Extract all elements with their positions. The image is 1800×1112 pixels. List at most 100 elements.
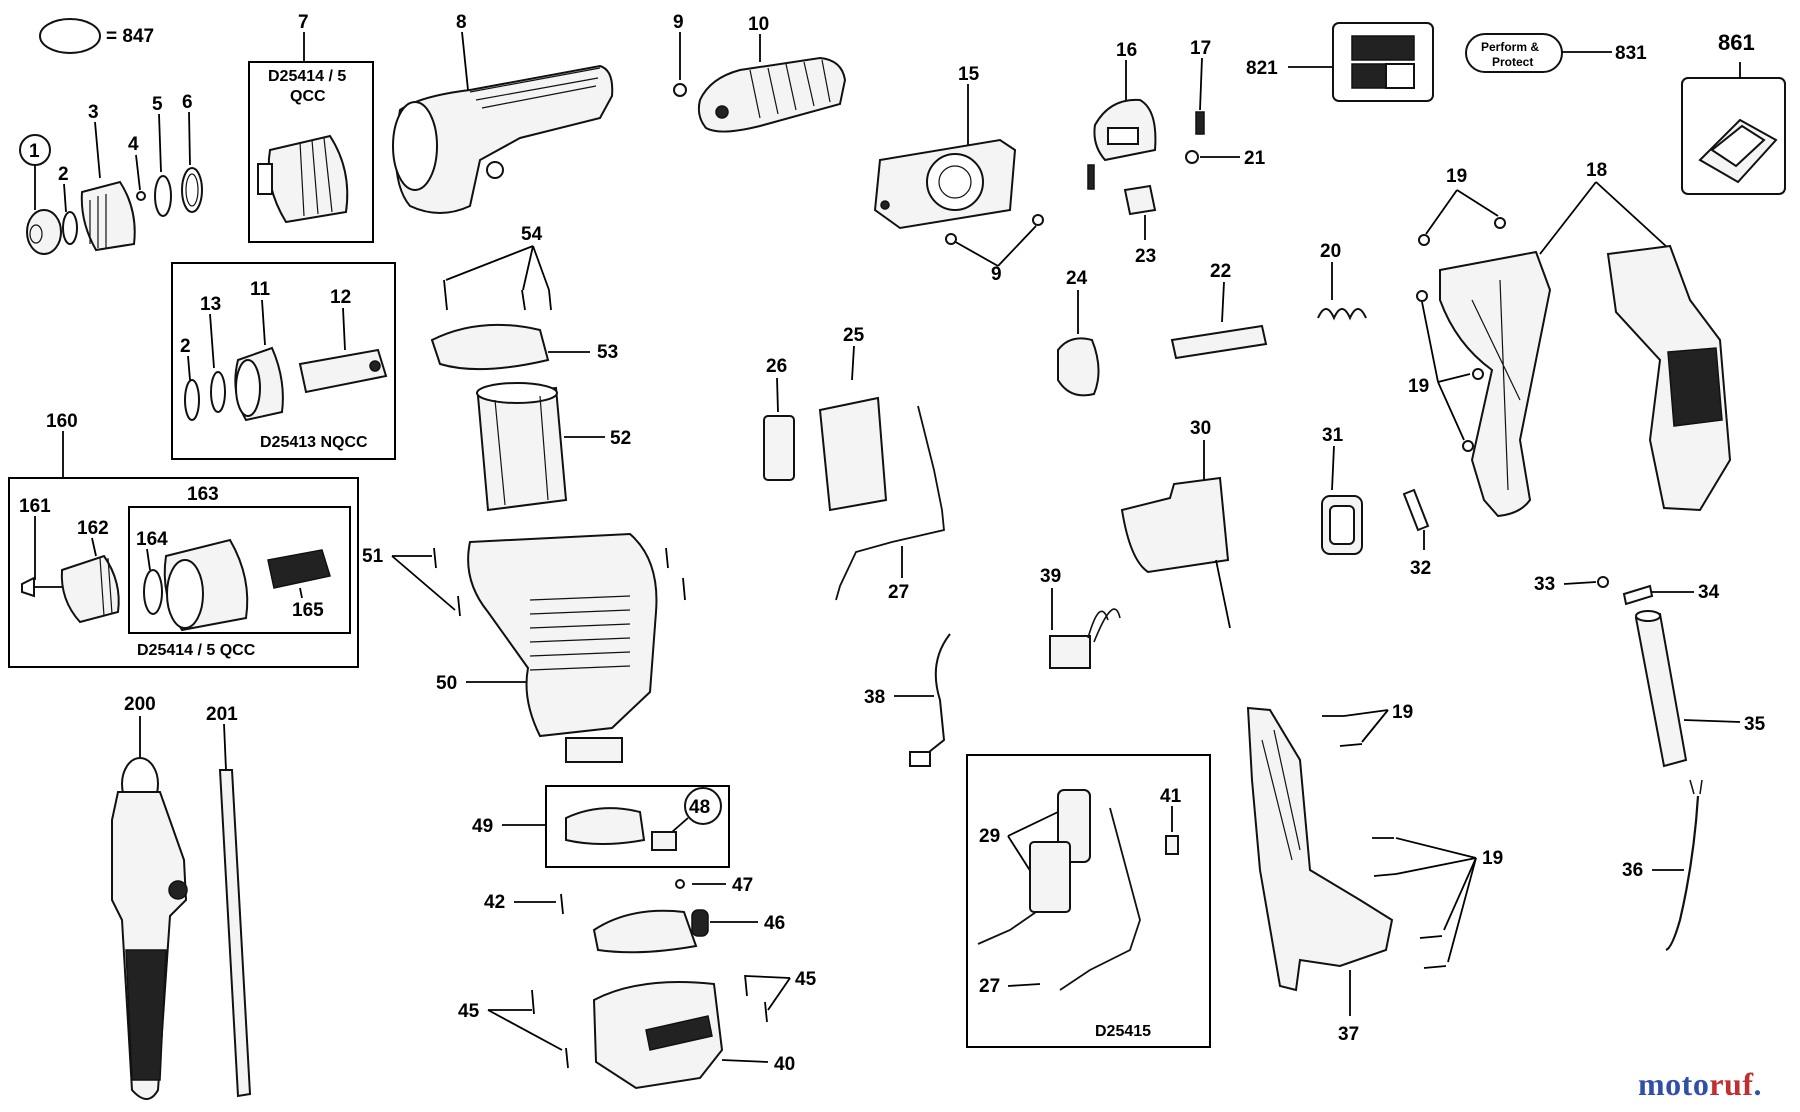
box-160-qcc: 160 163 161 162 164 165 D25414 / 5 QCC bbox=[8, 411, 359, 668]
callout-39: 39 bbox=[1040, 566, 1061, 587]
callout-12: 12 bbox=[330, 287, 351, 308]
box-d25415-caption: D25415 bbox=[1095, 1023, 1151, 1040]
parts-37-19-lower: 19 19 37 bbox=[1246, 702, 1503, 1045]
part-12-shape bbox=[298, 348, 388, 394]
parts-47-42-46: 47 42 46 bbox=[484, 875, 785, 954]
callout-36: 36 bbox=[1622, 860, 1643, 881]
brand-part-1: moto bbox=[1638, 1066, 1710, 1102]
badge-831-shape bbox=[1465, 33, 1563, 73]
part-8-shape bbox=[394, 64, 614, 214]
callout-2: 2 bbox=[58, 164, 69, 185]
part-9-10: 9 10 bbox=[673, 12, 847, 133]
callout-52: 52 bbox=[610, 428, 631, 449]
part-48-shape bbox=[651, 831, 677, 851]
callout-16: 16 bbox=[1116, 40, 1137, 61]
part-49-shape bbox=[565, 807, 646, 845]
part-29-b-shape bbox=[1029, 841, 1071, 913]
part-26-shape bbox=[763, 415, 795, 481]
part-36: 36 bbox=[1622, 779, 1703, 952]
callout-50: 50 bbox=[436, 673, 457, 694]
callout-21: 21 bbox=[1244, 148, 1266, 169]
part-53-shape bbox=[430, 323, 550, 371]
callout-22: 22 bbox=[1210, 261, 1231, 282]
part-831: Perform & Protect 831 861 bbox=[1465, 33, 1612, 73]
callout-4: 4 bbox=[128, 134, 139, 155]
part-10-shape bbox=[697, 56, 847, 133]
callout-19-mid: 19 bbox=[1392, 702, 1413, 723]
callout-54: 54 bbox=[521, 224, 543, 245]
part-30: 30 bbox=[1120, 418, 1231, 629]
callout-13: 13 bbox=[200, 294, 221, 315]
callout-37: 37 bbox=[1338, 1024, 1359, 1045]
part-165-shape bbox=[267, 549, 331, 589]
callout-45-right: 45 bbox=[795, 969, 817, 990]
callout-42: 42 bbox=[484, 892, 505, 913]
part-25-shape bbox=[818, 396, 888, 512]
parts-54-53-52: 54 53 52 bbox=[430, 224, 631, 512]
box-nqcc: 13 11 12 D25413 NQCC 2 bbox=[171, 262, 396, 460]
parts-51-50: 51 50 bbox=[362, 532, 686, 763]
callout-161: 161 bbox=[19, 496, 51, 517]
legend-ring-icon bbox=[39, 18, 101, 54]
box-7-caption-2: QCC bbox=[290, 88, 326, 105]
callout-19-low: 19 bbox=[1482, 848, 1503, 869]
callout-861-visible: 861 bbox=[1718, 30, 1755, 55]
callout-27-upper: 27 bbox=[888, 582, 909, 603]
callout-5: 5 bbox=[152, 94, 163, 115]
part-7-shape bbox=[267, 134, 349, 224]
callout-29: 29 bbox=[979, 826, 1000, 847]
parts-33-34-35: 33 34 35 bbox=[1534, 574, 1766, 768]
callout-23: 23 bbox=[1135, 246, 1156, 267]
part-35-shape bbox=[1634, 612, 1688, 768]
callout-30: 30 bbox=[1190, 418, 1211, 439]
part-1-shape bbox=[26, 209, 62, 255]
parts-39-38: 39 38 bbox=[864, 566, 1121, 767]
parts-18-19: 19 18 19 bbox=[1408, 160, 1732, 518]
legend-847: = 847 bbox=[39, 18, 154, 54]
callout-200: 200 bbox=[124, 694, 156, 715]
parts-25-26-27: 25 26 27 bbox=[763, 325, 945, 603]
box-d25415: 41 29 27 D25415 bbox=[966, 754, 1211, 1048]
callout-35: 35 bbox=[1744, 714, 1766, 735]
parts-31-32: 31 32 bbox=[1321, 425, 1431, 579]
callout-33: 33 bbox=[1534, 574, 1555, 595]
chuck-group-parts-1-6: 1 2 3 4 5 6 bbox=[19, 92, 203, 255]
box-part-7: 7 D25414 / 5 QCC bbox=[248, 12, 374, 243]
callout-2-lower: 2 bbox=[180, 336, 191, 357]
callout-165: 165 bbox=[292, 600, 324, 621]
callout-15: 15 bbox=[958, 64, 980, 85]
part-30-shape bbox=[1120, 476, 1230, 574]
part-52-shape bbox=[476, 386, 568, 512]
callout-45-left: 45 bbox=[458, 1001, 480, 1022]
callout-51: 51 bbox=[362, 546, 384, 567]
part-32-shape bbox=[1402, 488, 1430, 532]
parts-45-40: 45 45 40 bbox=[458, 969, 817, 1090]
parts-24-22-20: 24 22 20 bbox=[1057, 241, 1367, 397]
callout-831-visible: 831 bbox=[1615, 43, 1647, 64]
callout-47: 47 bbox=[732, 875, 753, 896]
callout-19-top: 19 bbox=[1446, 166, 1467, 187]
part-162-shape bbox=[60, 554, 120, 624]
callout-7: 7 bbox=[298, 12, 309, 33]
brand-part-2: ruf bbox=[1709, 1066, 1754, 1102]
box-160-caption: D25414 / 5 QCC bbox=[137, 642, 256, 659]
part-15: 15 9 bbox=[873, 64, 1044, 285]
callout-31: 31 bbox=[1322, 425, 1344, 446]
callout-6: 6 bbox=[182, 92, 193, 113]
part-201-shape bbox=[218, 769, 252, 1098]
part-39-shape bbox=[1049, 635, 1091, 669]
callout-49: 49 bbox=[472, 816, 493, 837]
callout-46: 46 bbox=[764, 913, 785, 934]
callout-48: 48 bbox=[689, 797, 710, 818]
part-24-shape bbox=[1057, 337, 1100, 397]
callout-821: 821 bbox=[1246, 58, 1278, 79]
callout-160: 160 bbox=[46, 411, 78, 432]
part-37-shape bbox=[1246, 706, 1394, 992]
callout-201: 201 bbox=[206, 704, 238, 725]
parts-200-201: 200 201 bbox=[111, 694, 252, 1100]
callout-26: 26 bbox=[766, 356, 787, 377]
callout-34: 34 bbox=[1698, 582, 1720, 603]
callout-8: 8 bbox=[456, 12, 467, 33]
part-861: 861 bbox=[1681, 62, 1786, 195]
part-23-shape bbox=[1123, 184, 1157, 216]
